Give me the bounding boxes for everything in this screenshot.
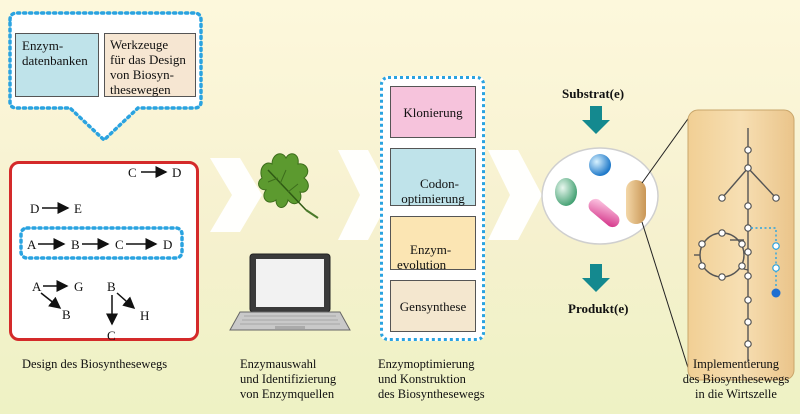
green-sphere xyxy=(555,178,577,206)
product-label: Produkt(e) xyxy=(568,301,629,316)
optimize-caption: Enzymoptimierung und Konstruktion des Bi… xyxy=(378,357,485,401)
substrate-arrow xyxy=(582,106,610,134)
node-d-top: D xyxy=(172,165,182,180)
step-gene-synthesis: Gensynthese xyxy=(390,280,476,332)
node-b-second: B xyxy=(107,279,116,294)
node-h: H xyxy=(140,308,150,323)
design-tools-box: Werkzeuge für das Design von Biosyn- the… xyxy=(104,33,196,97)
identify-caption: Enzymauswahl und Identifizierung von Enz… xyxy=(240,357,337,401)
step-label: Enzym- evolution xyxy=(397,242,452,272)
flow-arrow-3 xyxy=(488,150,542,240)
substrate-label: Substrat(e) xyxy=(562,86,625,101)
node-d: D xyxy=(30,201,40,216)
node-c-top: C xyxy=(128,165,137,180)
pink-capsule xyxy=(588,198,620,228)
node-a-branch: A xyxy=(32,279,42,294)
node-c-bottom: C xyxy=(107,328,116,343)
node-g: G xyxy=(74,279,84,294)
step-label: Klonierung xyxy=(403,105,463,120)
implementation-caption: Implementierung des Biosynthesewegs in d… xyxy=(682,357,790,401)
engineered-branch xyxy=(751,227,781,298)
design-caption: Design des Biosynthesewegs xyxy=(22,357,168,371)
pathway-design-panel xyxy=(9,161,199,341)
node-e: E xyxy=(74,201,82,216)
node-a: A xyxy=(27,237,37,252)
node-c: C xyxy=(115,237,124,252)
enzyme-database-box: Enzym- datenbanken xyxy=(15,33,99,97)
flow-arrow-2 xyxy=(338,150,392,240)
node-d-end: D xyxy=(163,237,173,252)
node-b-branch: B xyxy=(62,307,71,322)
step-codon-optimization: Codon- optimierung xyxy=(390,148,476,206)
step-cloning: Klonierung xyxy=(390,86,476,138)
flow-arrow-1 xyxy=(210,158,262,232)
blue-sphere xyxy=(589,154,611,176)
step-label: Codon- optimierung xyxy=(401,176,465,206)
step-label: Gensynthese xyxy=(399,299,467,314)
product-arrow xyxy=(582,264,610,292)
tan-capsule xyxy=(626,180,646,224)
node-b: B xyxy=(71,237,80,252)
step-enzyme-evolution: Enzym- evolution xyxy=(390,216,476,272)
